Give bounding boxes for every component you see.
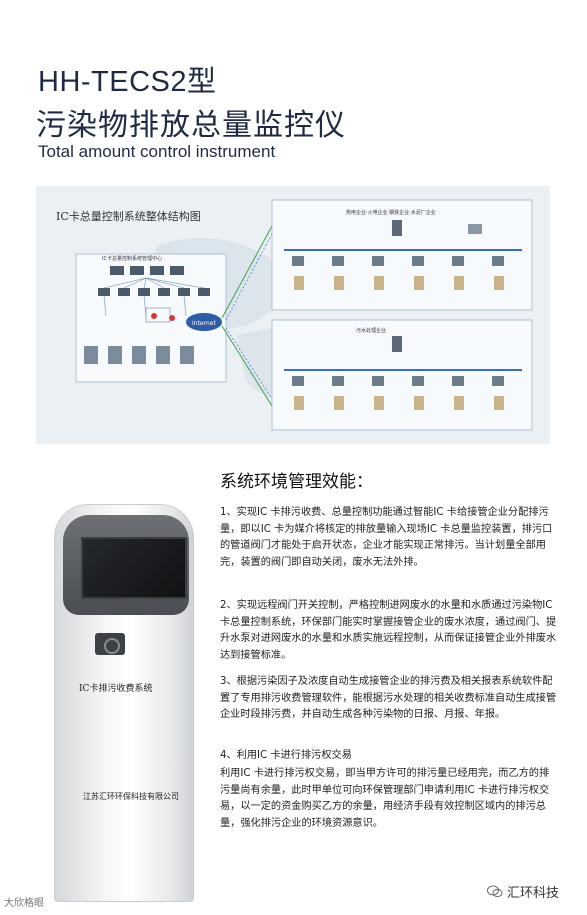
paragraph-2: 2、实现远程阀门开关控制，严格控制进网废水的水量和水质通过污染物IC 卡总量控制… — [220, 600, 557, 661]
product-title-cn: 污染物排放总量监控仪 — [36, 108, 346, 143]
section-title: 系统环境管理效能： — [220, 472, 373, 492]
svg-text:Internet: Internet — [192, 320, 216, 327]
brand-name: 汇环科技 — [507, 886, 560, 901]
card-reader-icon — [95, 633, 125, 655]
paragraph-4: 4、利用IC 卡进行排污权交易 — [220, 750, 352, 761]
ic-card-kiosk-image: IC卡排污收费系统 江苏汇环环保科技有限公司 — [48, 504, 198, 908]
center-label: IC卡总量控制系统管理中心 — [102, 255, 162, 262]
svg-text:污水处理企业: 污水处理企业 — [356, 327, 386, 334]
watermark-left: 大欣格眼 — [4, 898, 44, 909]
system-structure-diagram: IC卡总量控制系统管理中心 Internet 热电企业·火电企业·钢铁企业·水泥… — [36, 186, 550, 444]
brand-footer: 汇环科技 — [487, 882, 559, 901]
kiosk-company-label: 江苏汇环环保科技有限公司 — [83, 792, 179, 801]
diagram-graphic: IC卡总量控制系统管理中心 Internet 热电企业·火电企业·钢铁企业·水泥… — [75, 199, 533, 431]
top-network-frame — [271, 199, 533, 311]
model-title: HH-TECS2型 — [38, 66, 217, 98]
internet-cloud — [186, 313, 222, 331]
kiosk-system-label: IC卡排污收费系统 — [79, 684, 153, 694]
product-title-en: Total amount control instrument — [38, 142, 276, 161]
kiosk-body: IC卡排污收费系统 江苏汇环环保科技有限公司 — [54, 504, 194, 902]
kiosk-head — [63, 515, 189, 615]
paragraph-1: 1、实现IC 卡排污收费、总量控制功能通过智能IC 卡给接管企业分配排污量，即以… — [220, 507, 553, 568]
svg-text:热电企业·火电企业·钢铁企业·水泥厂企业: 热电企业·火电企业·钢铁企业·水泥厂企业 — [346, 209, 436, 216]
paragraph-5: 利用IC 卡进行排污权交易，即当甲方许可的排污量已经用完，而乙方的排污量尚有余量… — [220, 768, 550, 829]
kiosk-screen — [81, 537, 187, 599]
paragraph-3: 3、根据污染因子及浓度自动生成接管企业的排污费及相关报表系统软件配置了专用排污收… — [220, 676, 557, 720]
wechat-icon — [487, 885, 503, 898]
diagram-title: IC卡总量控制系统整体结构图 — [56, 210, 201, 223]
